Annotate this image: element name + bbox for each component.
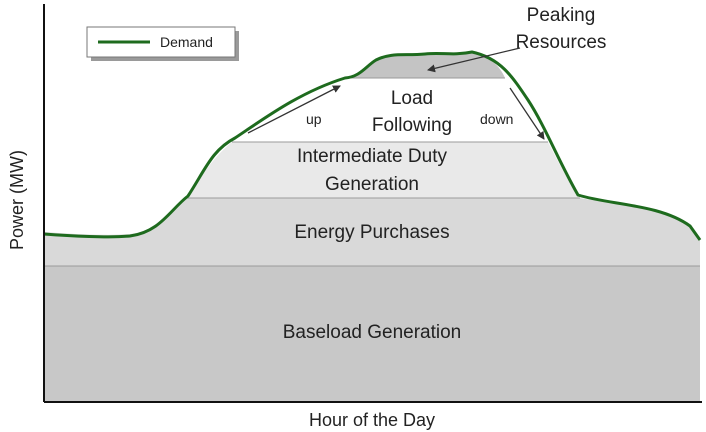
label-peaking-resources-line-1: Peaking [527, 5, 596, 26]
label-intermediate-duty-line-2: Generation [325, 174, 419, 195]
label-baseload-generation: Baseload Generation [283, 322, 462, 343]
arrow-peaking [427, 47, 521, 73]
arrow-down [509, 87, 545, 140]
label-load-following-line-1: Load [391, 88, 433, 109]
label-intermediate-duty-line-1: Intermediate Duty [297, 146, 447, 167]
band-peaking-resources [345, 52, 505, 78]
band-energy-purchases [44, 198, 700, 266]
x-axis-label: Hour of the Day [309, 410, 435, 430]
annotation-up: up [306, 111, 322, 127]
label-peaking-resources-line-2: Resources [516, 32, 607, 53]
label-load-following-line-2: Following [372, 115, 452, 136]
arrow-up [247, 85, 341, 134]
label-energy-purchases: Energy Purchases [294, 222, 449, 243]
legend-label-demand: Demand [160, 34, 213, 50]
annotation-down: down [480, 111, 513, 127]
y-axis-label: Power (MW) [7, 150, 27, 250]
band-intermediate-duty [185, 142, 580, 198]
band-baseload-generation [44, 266, 700, 402]
band-load-following [232, 78, 548, 142]
demand-line [43, 50, 702, 241]
